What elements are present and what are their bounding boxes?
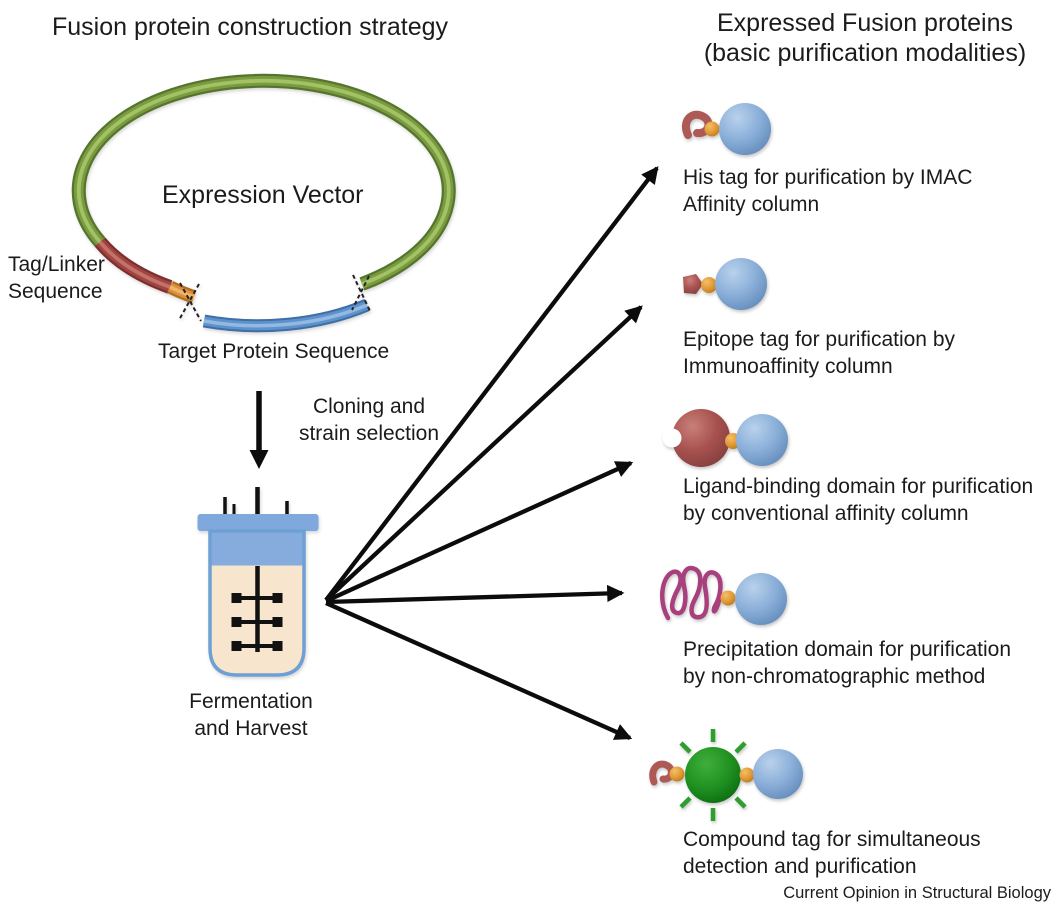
linker-ball [701,277,717,293]
right-panel-title: Expressed Fusion proteins (basic purific… [670,8,1059,68]
ligand-binding-sphere [672,409,730,467]
cloning-step-line2: strain selection [298,422,440,445]
linker-ball [720,590,736,606]
arrow-to-precipitation [325,584,625,605]
product-label-compound-tag: Compound tag for simultaneous detection … [683,826,981,880]
plasmid-icon [71,73,456,333]
product-label-line: Immunoaffinity column [683,355,893,378]
fermentation-label: Fermentation and Harvest [163,688,339,742]
linker-ball-left [669,766,685,782]
journal-caption: Current Opinion in Structural Biology [783,884,1051,902]
ligand-binding-fusion-icon [662,409,788,467]
product-label-line: His tag for purification by IMAC [683,166,973,189]
impellers [231,593,283,651]
tag-linker-label-line1: Tag/Linker [8,253,105,276]
product-label-line: Affinity column [683,193,820,216]
fermenter-probes [223,497,289,515]
plasmid-backbone-arc [71,73,456,291]
fermenter-lid [197,514,319,531]
ligation-mark-right [351,274,371,312]
ligand-binding-pocket [662,428,682,448]
tag-linker-arc [94,237,173,294]
cloning-step-label: Cloning and strain selection [278,393,460,447]
right-panel-title-line1: Expressed Fusion proteins [717,9,1013,37]
his-tag-fusion-icon [682,103,771,155]
epitope-tag-pentagon [683,274,703,294]
target-protein-sphere [719,103,771,155]
product-label-line: Compound tag for simultaneous [683,828,981,851]
precipitation-fusion-icon [660,565,787,625]
fermentation-label-line1: Fermentation [189,690,313,713]
fermenter-icon [197,487,319,677]
his-tag-squiggle [682,110,713,139]
fermentation-label-line2: and Harvest [194,717,308,740]
product-label-line: Epitope tag for purification by [683,328,955,351]
tag-linker-label: Tag/Linker Sequence [8,251,105,305]
right-panel-title-line2: (basic purification modalities) [703,39,1027,67]
epitope-tag-fusion-icon [683,258,767,310]
arrow-to-compound-tag [325,601,633,740]
arrow-to-ligand-binding [325,461,634,603]
arrow-to-his-tag [324,166,659,602]
left-panel-title: Fusion protein construction strategy [52,13,449,41]
product-label-ligand-binding: Ligand-binding domain for purification b… [683,473,1033,527]
product-label-precipitation: Precipitation domain for purification by… [683,636,1011,690]
product-label-line: by conventional affinity column [683,502,969,525]
fermenter-headspace [211,531,303,566]
linker-ball-right [739,767,755,783]
detection-rays [679,729,747,821]
precipitation-squiggle [660,565,723,621]
fan-arrows [324,166,659,740]
product-label-line: Ligand-binding domain for purification [683,475,1034,498]
cloning-arrow [249,391,269,469]
tag-linker-label-line2: Sequence [8,280,103,303]
his-tag-squiggle [649,760,675,786]
target-protein-sphere [735,573,787,625]
product-label-his-tag: His tag for purification by IMAC Affinit… [683,164,972,218]
arrow-to-epitope-tag [324,305,643,602]
target-protein-sphere [736,414,788,466]
target-protein-sphere [753,749,803,799]
product-label-epitope-tag: Epitope tag for purification by Immunoaf… [683,326,955,380]
compound-tag-fusion-icon [649,729,803,821]
linker-ball [704,121,720,137]
target-protein-arc [202,299,370,333]
fermenter-outline [208,529,306,677]
ligation-mark-left [178,282,202,322]
cloning-step-line1: Cloning and [312,395,426,418]
product-label-line: by non-chromatographic method [683,665,986,688]
product-label-line: Precipitation domain for purification [683,638,1012,661]
target-protein-label: Target Protein Sequence [158,340,390,363]
expression-vector-label: Expression Vector [162,181,364,209]
junction-wedge [167,280,197,304]
detection-tag-sphere [685,747,741,803]
target-protein-sphere [715,258,767,310]
product-label-line: detection and purification [683,855,917,878]
